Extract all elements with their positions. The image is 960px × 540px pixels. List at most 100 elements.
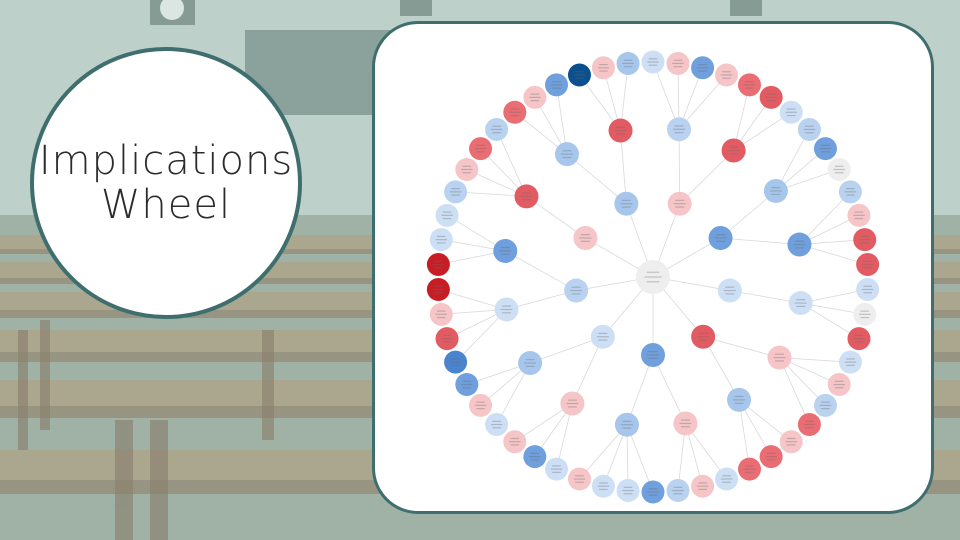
- title-line-1: Implications: [38, 138, 294, 184]
- third-order-node: [469, 137, 493, 161]
- third-order-node: [426, 278, 450, 302]
- third-order-node: [435, 327, 459, 351]
- third-order-node: [856, 278, 880, 302]
- second-order-node: [667, 117, 692, 142]
- first-order-node: [691, 324, 716, 349]
- third-order-node: [455, 158, 479, 181]
- wheel-link: [678, 129, 681, 204]
- second-order-node: [518, 351, 543, 376]
- third-order-node: [485, 117, 509, 141]
- third-order-node: [426, 252, 450, 276]
- implications-wheel-diagram: [426, 50, 880, 504]
- third-order-node: [853, 228, 877, 252]
- third-order-node: [847, 203, 871, 227]
- first-order-node: [708, 226, 733, 250]
- third-order-node: [616, 479, 640, 503]
- second-order-node: [763, 178, 788, 203]
- wheel-link: [779, 357, 810, 425]
- third-order-node: [444, 350, 468, 374]
- first-order-node: [590, 324, 615, 349]
- wheel-link: [529, 336, 603, 364]
- wheel-link: [720, 237, 800, 245]
- third-order-node: [641, 480, 665, 504]
- third-order-node: [567, 467, 591, 491]
- third-order-node: [455, 373, 479, 396]
- wheel-nodes: [426, 50, 880, 504]
- third-order-node: [779, 430, 803, 454]
- second-order-node: [514, 184, 539, 209]
- third-order-node: [715, 63, 739, 87]
- second-order-node: [788, 291, 813, 316]
- second-order-node: [787, 232, 812, 257]
- wheel-link: [572, 336, 604, 404]
- wheel-link: [679, 150, 734, 204]
- wheel-link: [626, 424, 654, 493]
- wheel-link: [526, 196, 586, 239]
- third-order-node: [523, 85, 547, 109]
- second-order-node: [727, 387, 752, 412]
- wheel-link: [652, 61, 680, 130]
- second-order-node: [494, 297, 519, 322]
- wheel-link: [720, 190, 777, 239]
- third-order-node: [813, 137, 837, 161]
- wheel-link: [620, 130, 627, 204]
- first-order-node: [641, 343, 665, 367]
- third-order-node: [429, 228, 453, 252]
- third-order-node: [503, 100, 527, 124]
- third-order-node: [429, 302, 453, 326]
- first-order-node: [667, 191, 692, 216]
- second-order-node: [560, 391, 585, 416]
- wheel-link: [566, 153, 627, 205]
- center-node: [636, 260, 670, 294]
- title-circle: Implications Wheel: [30, 47, 302, 319]
- third-order-node: [666, 51, 690, 75]
- third-order-node: [567, 63, 591, 87]
- third-order-node: [485, 413, 509, 437]
- wheel-link: [455, 309, 507, 363]
- third-order-node: [827, 373, 851, 396]
- third-order-node: [797, 117, 821, 141]
- second-order-node: [493, 238, 518, 263]
- third-order-node: [616, 51, 640, 75]
- second-order-node: [673, 411, 698, 436]
- third-order-node: [813, 393, 837, 417]
- wheel-link: [579, 424, 628, 480]
- first-order-node: [564, 278, 589, 303]
- wheel-link: [626, 354, 654, 425]
- third-order-node: [715, 467, 739, 491]
- third-order-node: [856, 252, 880, 276]
- third-order-node: [759, 445, 783, 469]
- second-order-node: [608, 118, 633, 143]
- wheel-link: [703, 336, 780, 358]
- third-order-node: [545, 73, 569, 97]
- third-order-node: [847, 327, 871, 351]
- second-order-node: [554, 142, 579, 167]
- wheel-link: [496, 129, 527, 197]
- title-line-2: Wheel: [100, 182, 232, 228]
- third-order-node: [444, 180, 468, 204]
- wheel-link: [702, 336, 740, 401]
- third-order-node: [737, 73, 761, 97]
- wheel-link: [799, 191, 851, 245]
- wheel-link: [506, 290, 577, 310]
- third-order-node: [545, 457, 569, 481]
- first-order-node: [573, 226, 598, 250]
- third-order-node: [838, 350, 862, 374]
- wheel-link: [652, 354, 686, 424]
- third-order-node: [591, 56, 615, 80]
- third-order-node: [435, 203, 459, 227]
- third-order-node: [759, 85, 783, 109]
- first-order-node: [614, 191, 639, 216]
- third-order-node: [779, 100, 803, 124]
- third-order-node: [641, 50, 665, 74]
- second-order-node: [767, 345, 792, 370]
- wheel-link: [678, 74, 727, 130]
- second-order-node: [614, 412, 639, 437]
- third-order-node: [737, 457, 761, 481]
- third-order-node: [838, 180, 862, 204]
- third-order-node: [523, 445, 547, 469]
- third-order-node: [691, 56, 715, 80]
- third-order-node: [797, 413, 821, 437]
- wheel-link: [505, 250, 577, 291]
- third-order-node: [827, 158, 851, 181]
